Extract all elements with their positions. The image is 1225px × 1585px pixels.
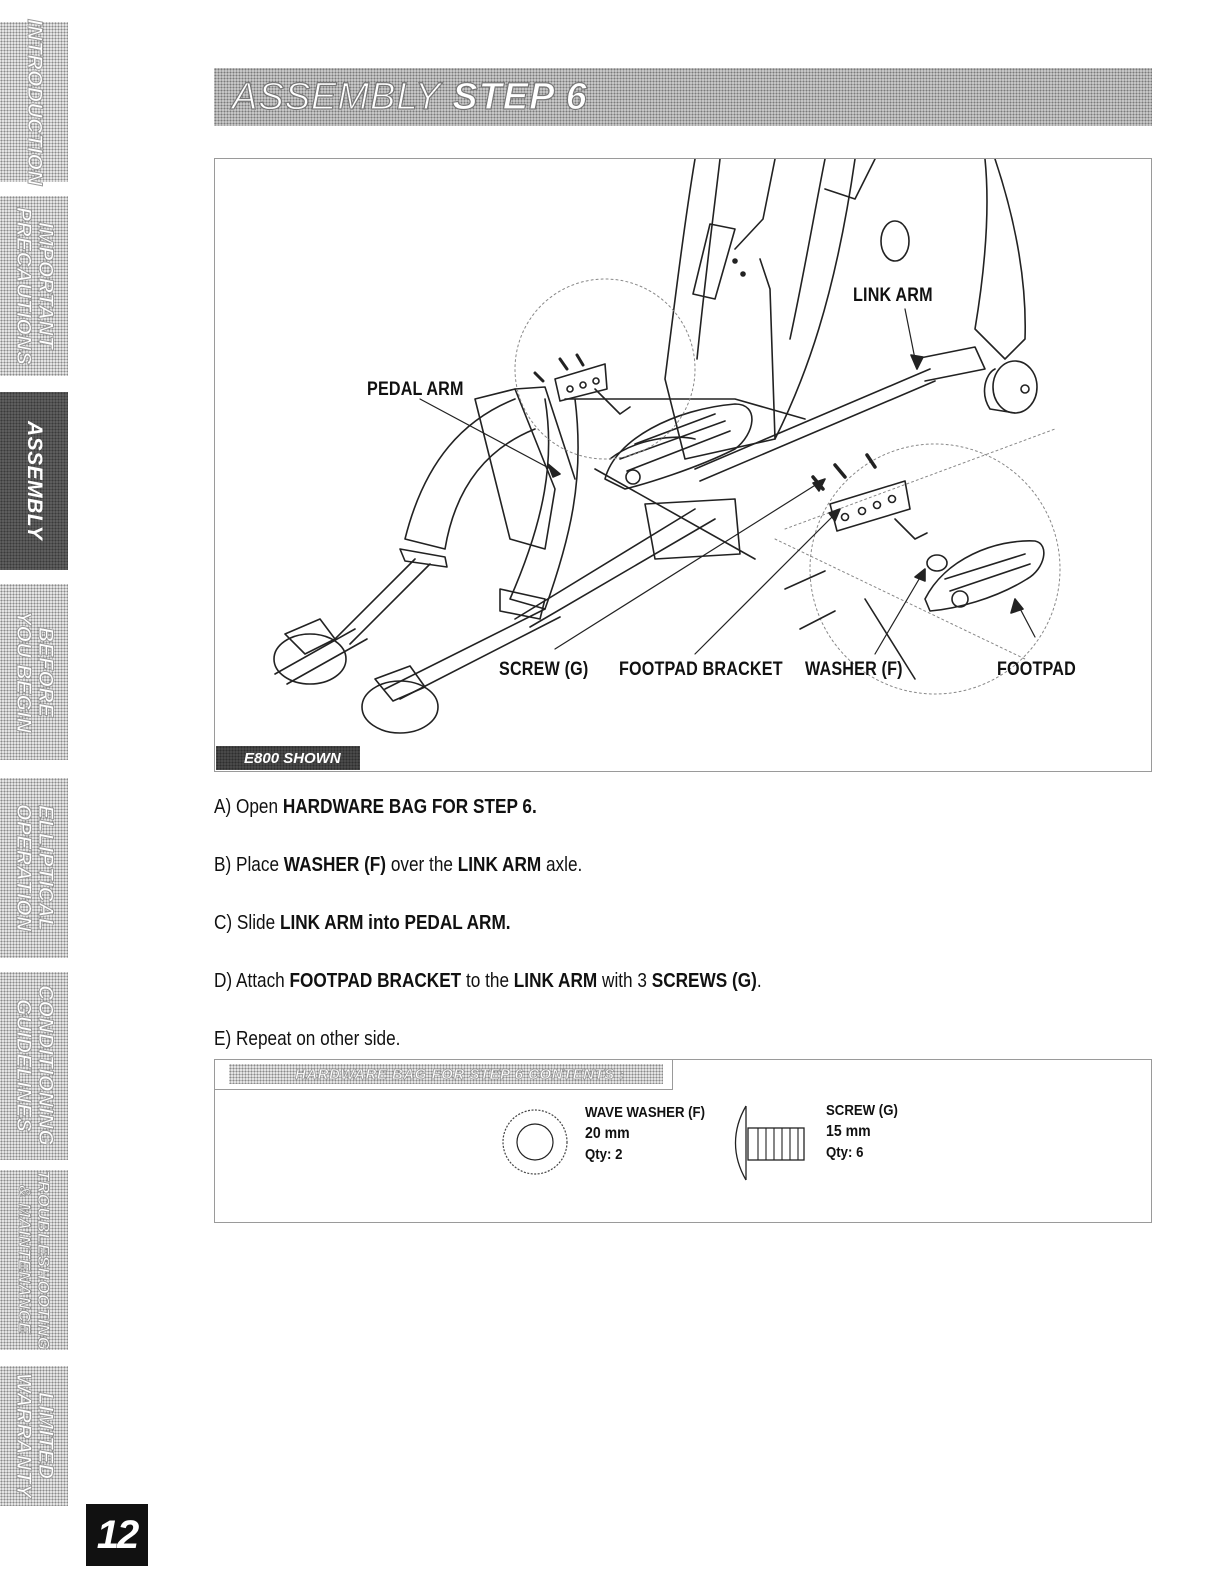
tab-label: CONDITIONING GUIDELINES [12,985,58,1147]
tab-label: BEFORE YOU BEGIN [12,610,58,734]
title-bold: STEP 6 [452,75,588,118]
step-banner: ASSEMBLY STEP 6 [214,68,1152,126]
washer-icon [502,1109,568,1175]
tab-label: INTRODUCTION [23,18,47,186]
tab-label: ASSEMBLY [23,421,46,541]
step-prefix: B) Place [214,854,284,876]
step-text: . [756,970,762,992]
tab-label: IMPORTANT PRECAUTIONS [12,206,58,366]
callout-footpad-bracket: FOOTPAD BRACKET [619,659,783,680]
tab-introduction[interactable]: INTRODUCTION [0,18,68,186]
step-d: D) Attach FOOTPAD BRACKET to the LINK AR… [214,969,1021,1027]
assembly-illustration: LINK ARM PEDAL ARM SCREW (G) FOOTPAD BRA… [214,158,1152,772]
hardware-size: 15 mm [826,1123,871,1140]
step-prefix: C) Slide [214,912,280,934]
hardware-item-text: SCREW (G) 15 mm Qty: 6 [826,1100,898,1163]
instruction-list: A) Open HARDWARE BAG FOR STEP 6. B) Plac… [214,795,1152,1085]
hardware-item-washer: WAVE WASHER (F) 20 mm Qty: 2 [500,1102,705,1187]
step-emphasis: SCREWS (G) [651,970,757,992]
hardware-qty: Qty: 6 [826,1144,864,1161]
callout-pedal-arm: PEDAL ARM [367,379,464,400]
step-prefix: A) Open [214,796,283,818]
hardware-item-screw: SCREW (G) 15 mm Qty: 6 [730,1100,898,1191]
callout-footpad: FOOTPAD [997,659,1076,680]
hardware-contents-box: HARDWARE BAG FOR STEP 6 CONTENTS : WAVE … [214,1059,1152,1223]
tab-important-precautions[interactable]: IMPORTANT PRECAUTIONS [0,196,68,376]
hardware-item-text: WAVE WASHER (F) 20 mm Qty: 2 [585,1102,705,1165]
page-title: ASSEMBLY STEP 6 [231,75,588,119]
step-emphasis: LINK ARM [513,970,598,992]
step-prefix: E) Repeat on other side. [214,1028,401,1050]
callout-link-arm: LINK ARM [853,285,933,306]
hardware-qty: Qty: 2 [585,1146,623,1163]
step-prefix: D) Attach [214,970,290,992]
step-c: C) Slide LINK ARM into PEDAL ARM. [214,911,1021,969]
hardware-name: WAVE WASHER (F) [585,1104,706,1121]
model-tag: E800 SHOWN [216,746,360,770]
step-text: over the [386,854,458,876]
step-emphasis: WASHER (F) [283,854,387,876]
hardware-size: 20 mm [585,1125,630,1142]
hardware-header-label: HARDWARE BAG FOR STEP 6 CONTENTS : [229,1064,663,1084]
elliptical-drawing [273,159,1061,734]
step-emphasis: FOOTPAD BRACKET [289,970,462,992]
step-emphasis: LINK ARM into PEDAL ARM. [279,912,511,934]
callout-screw: SCREW (G) [499,659,589,680]
tab-troubleshooting-maintenance[interactable]: TROUBLESHOOTING & MAINTENANCE [0,1169,68,1351]
title-light: ASSEMBLY [231,75,441,118]
tab-label: LIMITED WARRANTY [12,1373,58,1499]
tab-before-you-begin[interactable]: BEFORE YOU BEGIN [0,584,68,760]
hardware-name: SCREW (G) [826,1102,898,1119]
tab-elliptical-operation[interactable]: ELLIPTICAL OPERATION [0,778,68,958]
tab-limited-warranty[interactable]: LIMITED WARRANTY [0,1366,68,1506]
tab-label: TROUBLESHOOTING & MAINTENANCE [15,1169,54,1351]
tab-conditioning-guidelines[interactable]: CONDITIONING GUIDELINES [0,972,68,1160]
step-a: A) Open HARDWARE BAG FOR STEP 6. [214,795,1021,853]
callout-washer: WASHER (F) [805,659,903,680]
step-text: axle. [541,854,583,876]
hardware-header: HARDWARE BAG FOR STEP 6 CONTENTS : [215,1060,673,1090]
tab-label: ELLIPTICAL OPERATION [12,804,58,933]
tab-assembly[interactable]: ASSEMBLY [0,392,68,570]
page-number: 12 [86,1504,148,1566]
step-text: to the [461,970,514,992]
step-emphasis: HARDWARE BAG FOR STEP 6. [282,796,537,818]
step-emphasis: LINK ARM [457,854,542,876]
step-b: B) Place WASHER (F) over the LINK ARM ax… [214,853,1021,911]
section-sidebar: INTRODUCTION IMPORTANT PRECAUTIONS ASSEM… [0,0,70,1585]
step-e: E) Repeat on other side. [214,1027,1021,1085]
screw-icon [734,1105,805,1181]
step-text: with 3 [597,970,652,992]
